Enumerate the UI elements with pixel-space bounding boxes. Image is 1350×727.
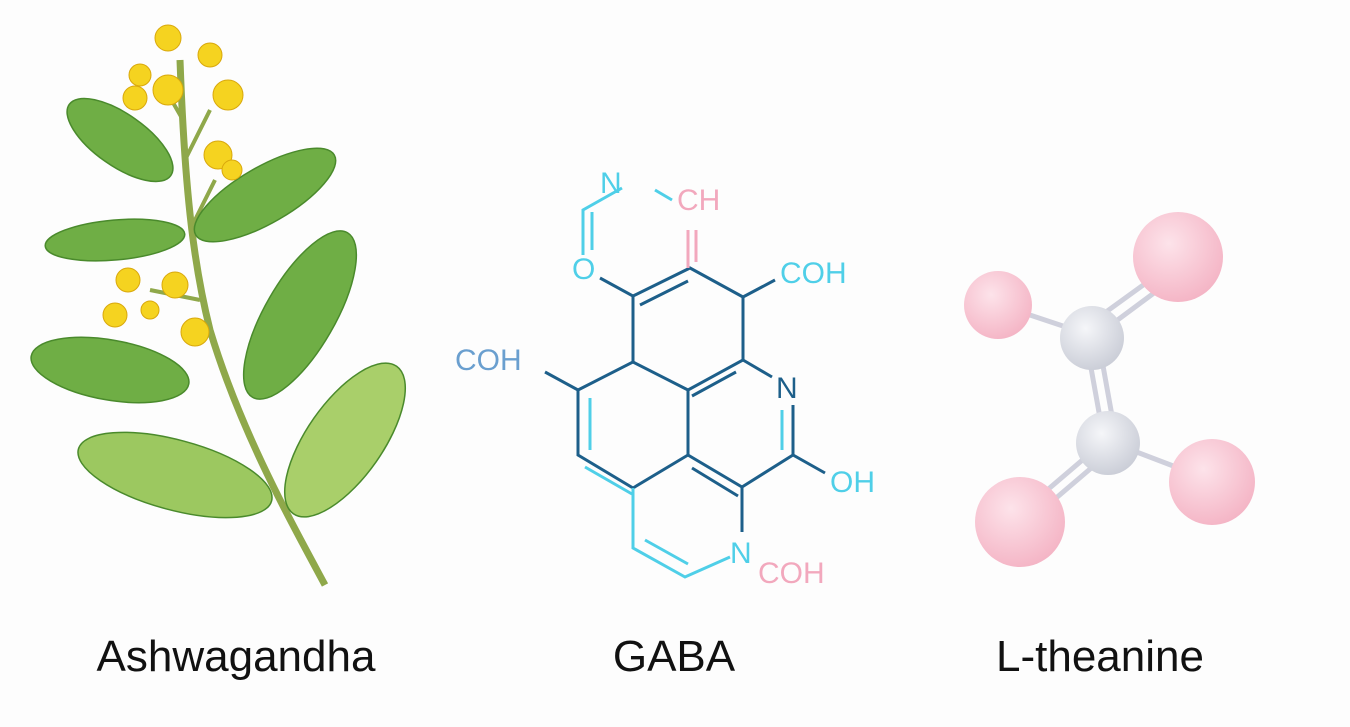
- atom-oh-right: OH: [830, 466, 875, 499]
- atom-coh-right: COH: [780, 257, 847, 290]
- atom-n-bottom: N: [730, 537, 752, 570]
- atom-coh-left: COH: [455, 344, 522, 377]
- gaba-atom-labels: N CH O COH COH N OH N COH: [455, 167, 875, 590]
- caption-ashwagandha: Ashwagandha: [96, 632, 376, 681]
- caption-gaba: GABA: [612, 632, 736, 681]
- atom-n-top: N: [600, 167, 622, 200]
- l-theanine-ball-and-stick-model: [964, 212, 1255, 567]
- atom-ch-top: CH: [677, 184, 720, 217]
- caption-l-theanine: L-theanine: [996, 632, 1204, 681]
- atom-coh-bottom: COH: [758, 557, 825, 590]
- atom-o-left: O: [572, 253, 595, 286]
- ashwagandha-plant-illustration: [30, 24, 407, 587]
- atom-n-right: N: [776, 372, 798, 405]
- gaba-molecule-structure: [544, 186, 826, 579]
